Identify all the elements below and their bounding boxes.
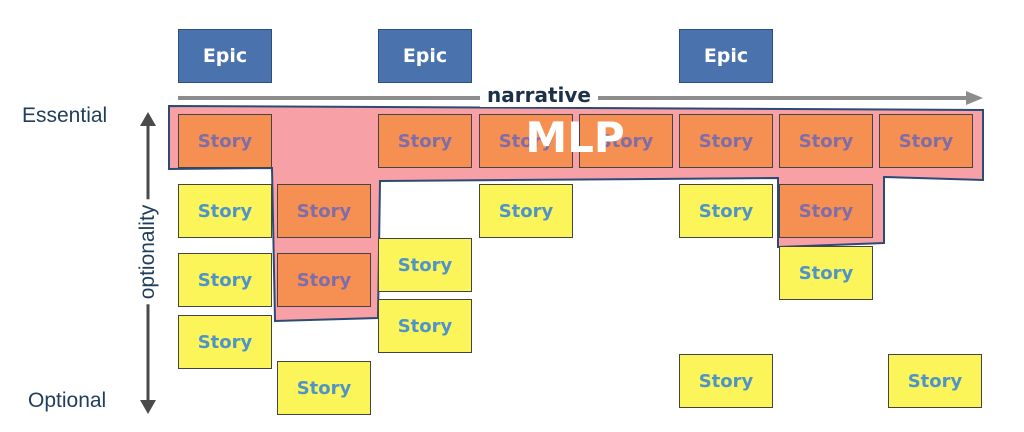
epic-card[interactable]: Epic	[178, 29, 272, 83]
story-card[interactable]: Story	[479, 114, 573, 168]
story-card[interactable]: Story	[178, 114, 272, 168]
epic-card[interactable]: Epic	[679, 29, 773, 83]
story-card[interactable]: Story	[378, 114, 472, 168]
narrative-label: narrative	[480, 83, 598, 107]
story-card[interactable]: Story	[888, 354, 982, 408]
story-card[interactable]: Story	[178, 184, 272, 238]
mlp-label: MLP	[525, 113, 625, 162]
optionality-label: optionality	[136, 199, 160, 305]
story-card[interactable]: Story	[378, 238, 472, 292]
story-card[interactable]: Story	[579, 114, 673, 168]
story-card[interactable]: Story	[679, 114, 773, 168]
story-card[interactable]: Story	[178, 315, 272, 369]
story-card[interactable]: Story	[277, 184, 371, 238]
story-card[interactable]: Story	[879, 114, 973, 168]
story-card[interactable]: Story	[178, 253, 272, 307]
story-card[interactable]: Story	[277, 253, 371, 307]
story-card[interactable]: Story	[277, 361, 371, 415]
story-card[interactable]: Story	[779, 114, 873, 168]
epic-card[interactable]: Epic	[378, 29, 472, 83]
story-card[interactable]: Story	[378, 299, 472, 353]
story-card[interactable]: Story	[779, 246, 873, 300]
essential-label: Essential	[22, 104, 108, 127]
story-card[interactable]: Story	[679, 184, 773, 238]
optional-label: Optional	[28, 389, 107, 412]
story-card[interactable]: Story	[779, 184, 873, 238]
story-card[interactable]: Story	[479, 184, 573, 238]
story-card[interactable]: Story	[679, 354, 773, 408]
